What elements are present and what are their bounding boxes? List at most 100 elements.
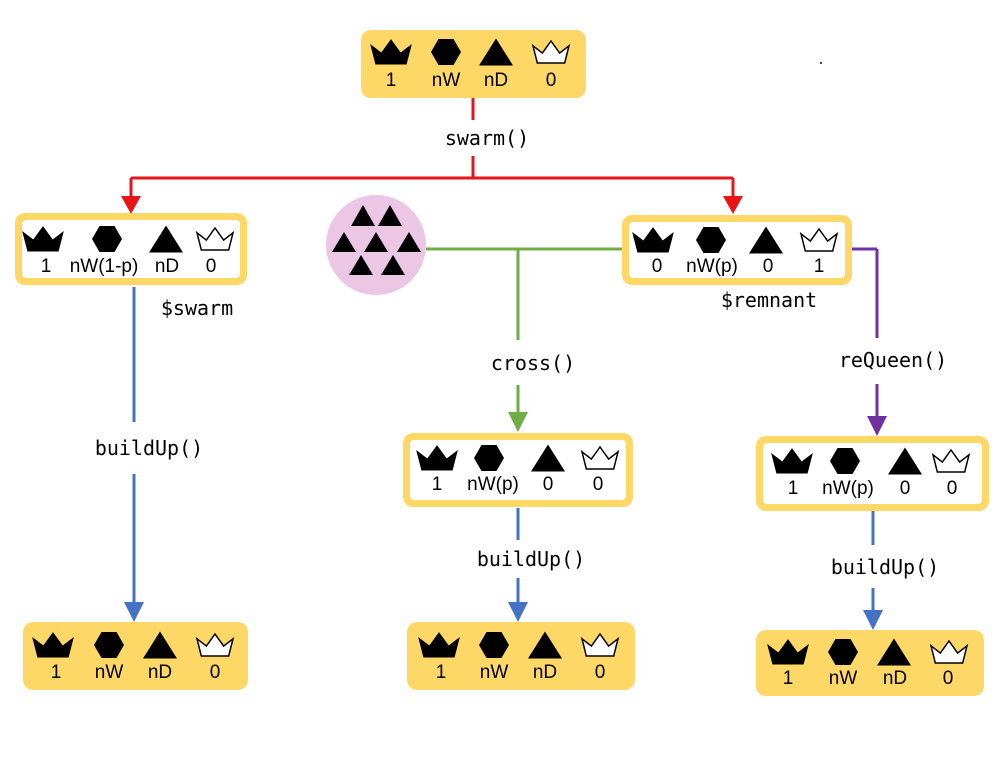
node-value: nD [484, 70, 508, 91]
colony-node-crossed: 1 nW(p) 0 0 [403, 433, 633, 507]
queen-icon [771, 448, 813, 474]
node-value: 0 [652, 256, 663, 277]
node-value: nW [432, 70, 461, 91]
node-value: 1 [814, 256, 825, 277]
node-value: 1 [386, 70, 397, 91]
node-value: 0 [543, 474, 554, 495]
virgin-queen-icon [195, 632, 235, 657]
buildup-connectors [132, 287, 875, 612]
buildup-right-label: buildUp() [831, 555, 939, 579]
node-value: 0 [546, 70, 557, 91]
drone-icon [888, 447, 922, 475]
colony-node-top: 1 nW nD 0 [361, 30, 586, 98]
node-value: 0 [943, 668, 954, 689]
arrowhead-to-crossed [508, 412, 528, 432]
node-value: 0 [900, 478, 911, 499]
colony-node-final-left: 1 nW nD 0 [23, 622, 248, 690]
node-value: nW(p) [822, 478, 874, 499]
remnant-variable-label: $remnant [721, 288, 817, 312]
swarm-function-label: swarm() [445, 126, 529, 150]
drone-icon [479, 38, 513, 66]
node-inner-panel [763, 443, 982, 504]
node-value: 1 [51, 662, 62, 683]
buildup-mid-label: buildUp() [477, 547, 585, 571]
node-inner-panel [410, 440, 626, 500]
virgin-queen-icon [531, 39, 571, 64]
cross-function-label: cross() [491, 351, 575, 375]
node-value: 1 [783, 668, 794, 689]
virgin-queen-icon [929, 639, 969, 664]
node-value: 1 [41, 256, 52, 277]
swarm-variable-label: $swarm [161, 296, 233, 320]
node-background [23, 622, 248, 690]
colony-node-final-mid: 1 nW nD 0 [407, 622, 635, 690]
node-value: nW(p) [467, 474, 519, 495]
virgin-queen-icon [580, 632, 620, 657]
node-background [407, 622, 635, 690]
node-inner-panel [22, 220, 240, 278]
arrowhead-to-remnant [723, 196, 743, 214]
drone-icon [749, 226, 783, 254]
arrowhead-to-requeened [867, 416, 887, 436]
worker-icon [92, 226, 122, 252]
drone-pool [326, 195, 426, 295]
colony-node-swarm: 1 nW(1-p) nD 0 [15, 213, 247, 285]
arrowhead-to-final-left [124, 602, 144, 622]
node-value: 0 [595, 662, 606, 683]
virgin-queen-icon [195, 226, 235, 251]
worker-icon [830, 448, 860, 474]
node-background [756, 630, 984, 696]
node-value: 0 [206, 256, 217, 277]
node-value: nW [95, 662, 124, 683]
node-value: 1 [436, 662, 447, 683]
queen-icon [370, 39, 412, 65]
node-value: nD [533, 662, 557, 683]
queen-icon [632, 227, 674, 253]
node-inner-panel [629, 222, 845, 278]
worker-icon [431, 39, 461, 65]
worker-icon [696, 227, 726, 253]
queen-icon [418, 632, 460, 658]
node-value: 0 [947, 478, 958, 499]
queen-icon [22, 226, 64, 252]
queen-icon [767, 639, 809, 665]
requeen-function-label: reQueen() [839, 348, 947, 372]
node-value: 1 [432, 474, 443, 495]
node-value: nW(1-p) [70, 256, 139, 277]
swarm-connector [129, 98, 735, 198]
drone-icon [877, 638, 911, 666]
virgin-queen-icon [799, 227, 839, 252]
node-value: 0 [210, 662, 221, 683]
node-background [361, 30, 586, 98]
queen-icon [32, 632, 74, 658]
virgin-queen-icon [931, 448, 971, 473]
node-value: nW(p) [686, 256, 738, 277]
arrowhead-to-final-mid [508, 602, 528, 622]
colony-node-requeened: 1 nW(p) 0 0 [756, 436, 989, 511]
worker-icon [474, 445, 504, 471]
node-value: nW [480, 662, 509, 683]
node-value: 1 [788, 478, 799, 499]
node-value: nD [883, 668, 907, 689]
node-value: nD [148, 662, 172, 683]
virgin-queen-icon [580, 445, 620, 470]
node-value: 0 [593, 474, 604, 495]
worker-icon [828, 639, 858, 665]
drone-icon [143, 631, 177, 659]
drone-icon [528, 631, 562, 659]
arrowhead-to-final-right [863, 610, 883, 630]
stray-dot [820, 62, 822, 64]
worker-icon [94, 632, 124, 658]
drone-icon [531, 444, 565, 472]
node-value: nD [155, 256, 179, 277]
arrowhead-to-swarm [121, 196, 141, 214]
node-value: 0 [763, 256, 774, 277]
colony-node-remnant: 0 nW(p) 0 1 [622, 215, 852, 285]
drone-icon [149, 225, 183, 253]
worker-icon [479, 632, 509, 658]
queen-icon [416, 445, 458, 471]
